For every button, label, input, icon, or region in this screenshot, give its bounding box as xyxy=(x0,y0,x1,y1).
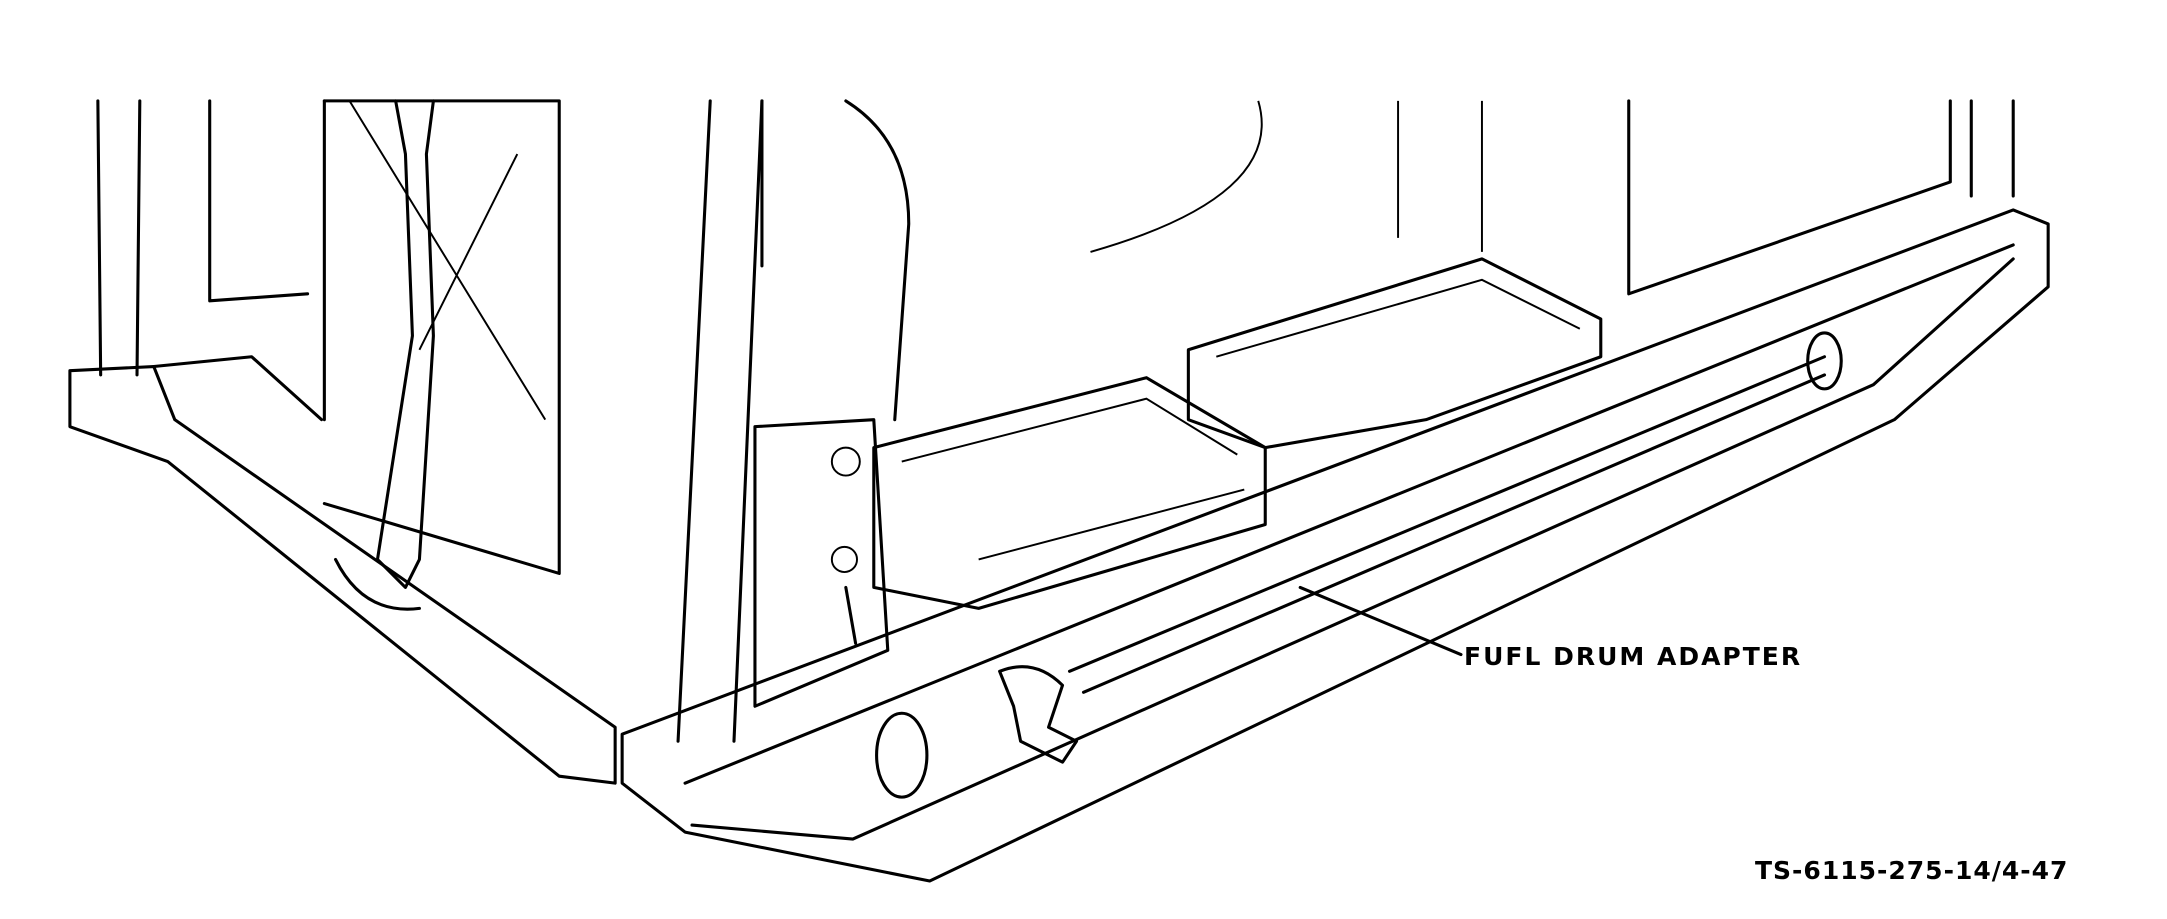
adapter-rod xyxy=(1067,355,1827,694)
left-base-skid xyxy=(68,364,617,785)
callout-label: FUFL DRUM ADAPTER xyxy=(1464,642,1803,671)
t-handle xyxy=(998,665,1079,764)
center-frame-post xyxy=(676,99,764,743)
lifting-strap xyxy=(375,99,435,589)
left-frame-post xyxy=(96,99,142,377)
callout-leader xyxy=(1298,585,1463,657)
bumper-hole xyxy=(875,711,929,799)
left-tray xyxy=(872,376,1267,610)
bumper-rail xyxy=(620,208,2050,883)
right-tray xyxy=(1186,257,1603,450)
control-panel-plate xyxy=(753,418,890,708)
figure-id: TS-6115-275-14/4-47 xyxy=(1755,856,2069,885)
